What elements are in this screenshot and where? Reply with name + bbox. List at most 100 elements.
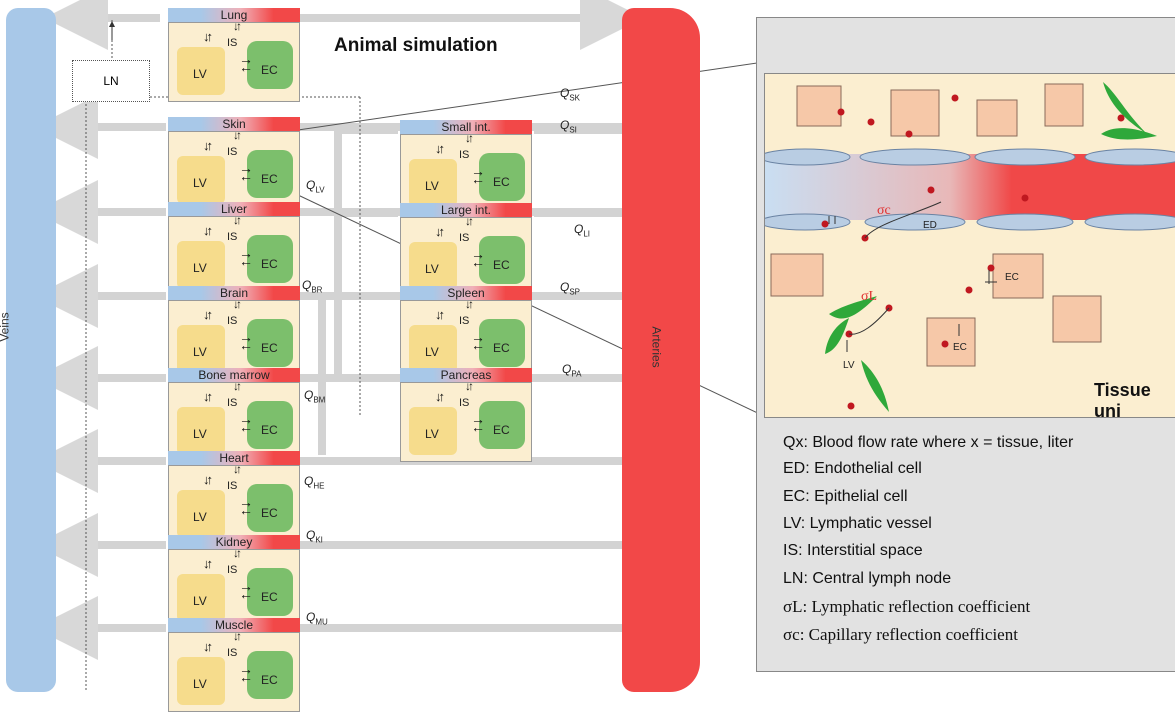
lymphatic-vessel bbox=[177, 574, 225, 622]
transport-arrows-icon: →← bbox=[471, 163, 485, 187]
exchange-arrows-icon: ↓↑ bbox=[233, 546, 242, 560]
transport-arrows-icon: →← bbox=[239, 494, 253, 518]
legend-item: IS: Interstitial space bbox=[783, 542, 923, 559]
flow-rate-label: QMU bbox=[306, 610, 328, 627]
tissue-unit: ED EC EC LV σc σL bbox=[764, 73, 1175, 418]
epithelial-cell bbox=[479, 401, 525, 449]
organ-name: Brain bbox=[168, 286, 300, 300]
epithelial-cell bbox=[479, 319, 525, 367]
lymphatic-vessel bbox=[409, 159, 457, 207]
lymphatic-vessel bbox=[409, 407, 457, 455]
organ-name: Spleen bbox=[400, 286, 532, 300]
exchange-arrows-icon: ↓↑ bbox=[203, 639, 213, 654]
organ-name: Muscle bbox=[168, 618, 300, 632]
ec-text: EC bbox=[261, 673, 278, 687]
exchange-arrows-icon: ↓↑ bbox=[233, 462, 242, 476]
is-text: IS bbox=[227, 480, 238, 492]
flow-rate-label: QBR bbox=[302, 278, 323, 295]
exchange-arrows-icon: ↓↑ bbox=[203, 223, 213, 238]
organ-name: Skin bbox=[168, 117, 300, 131]
organ-name: Kidney bbox=[168, 535, 300, 549]
lymph-node-box: LN bbox=[72, 60, 150, 102]
flow-rate-label: QHE bbox=[304, 474, 325, 491]
epithelial-cell bbox=[247, 401, 293, 449]
epithelial-cell bbox=[247, 41, 293, 89]
ec-text: EC bbox=[261, 590, 278, 604]
ed-label: ED bbox=[923, 220, 937, 231]
lv-text: LV bbox=[193, 261, 207, 275]
transport-arrows-icon: →← bbox=[239, 51, 253, 75]
transport-arrows-icon: →← bbox=[239, 578, 253, 602]
lymphatic-vessel bbox=[177, 657, 225, 705]
exchange-arrows-icon: ↓↑ bbox=[435, 307, 445, 322]
exchange-arrows-icon: ↓↑ bbox=[435, 224, 445, 239]
exchange-arrows-icon: ↓↑ bbox=[435, 141, 445, 156]
flow-rate-label: QSK bbox=[560, 86, 581, 103]
legend-item: LN: Central lymph node bbox=[783, 570, 952, 587]
transport-arrows-icon: →← bbox=[239, 160, 253, 184]
lymphatic-vessel bbox=[177, 490, 225, 538]
ec-text: EC bbox=[261, 172, 278, 186]
is-text: IS bbox=[459, 232, 470, 244]
is-text: IS bbox=[227, 231, 238, 243]
lymphatic-vessel bbox=[177, 407, 225, 455]
is-text: IS bbox=[459, 397, 470, 409]
exchange-arrows-icon: ↓↑ bbox=[465, 131, 474, 145]
is-text: IS bbox=[227, 315, 238, 327]
exchange-arrows-icon: ↓↑ bbox=[435, 389, 445, 404]
ec-text: EC bbox=[493, 423, 510, 437]
exchange-arrows-icon: ↓↑ bbox=[233, 128, 242, 142]
transport-arrows-icon: →← bbox=[239, 661, 253, 685]
lv-text: LV bbox=[193, 345, 207, 359]
exchange-arrows-icon: ↓↑ bbox=[203, 389, 213, 404]
transport-arrows-icon: →← bbox=[239, 411, 253, 435]
lymphatic-vessel bbox=[409, 325, 457, 373]
lymphatic-vessel bbox=[409, 242, 457, 290]
epithelial-cell bbox=[247, 651, 293, 699]
epithelial-cell bbox=[247, 150, 293, 198]
lv-text: LV bbox=[193, 67, 207, 81]
is-text: IS bbox=[227, 647, 238, 659]
flow-rate-label: QLI bbox=[574, 222, 591, 239]
exchange-arrows-icon: ↓↑ bbox=[233, 297, 242, 311]
epithelial-cell bbox=[479, 236, 525, 284]
sigma-c-label: σc bbox=[877, 203, 891, 218]
diagram-title: Animal simulation bbox=[334, 35, 498, 56]
ec-text: EC bbox=[261, 506, 278, 520]
epithelial-cell bbox=[479, 153, 525, 201]
tissue-illustration: ED EC EC LV σc σL bbox=[765, 82, 1175, 412]
veins-label: Veins bbox=[0, 312, 12, 342]
lv-text: LV bbox=[193, 594, 207, 608]
legend-item: σL: Lymphatic reflection coefficient bbox=[783, 597, 1031, 616]
lv-text: LV bbox=[425, 179, 439, 193]
lymphatic-vessel bbox=[177, 156, 225, 204]
legend-item: Qx: Blood flow rate where x = tissue, li… bbox=[783, 434, 1074, 451]
legend-item: EC: Epithelial cell bbox=[783, 488, 908, 505]
lv-text: LV bbox=[193, 176, 207, 190]
epithelial-cell bbox=[247, 235, 293, 283]
ec-text: EC bbox=[261, 257, 278, 271]
organ-name: Bone marrow bbox=[168, 368, 300, 382]
ec-label-1: EC bbox=[1005, 272, 1019, 283]
exchange-arrows-icon: ↓↑ bbox=[233, 213, 242, 227]
exchange-arrows-icon: ↓↑ bbox=[233, 379, 242, 393]
is-text: IS bbox=[459, 315, 470, 327]
lymphatic-vessel bbox=[177, 325, 225, 373]
arteries-label: Arteries bbox=[649, 326, 664, 368]
exchange-arrows-icon: ↓↑ bbox=[465, 214, 474, 228]
organ-name: Heart bbox=[168, 451, 300, 465]
is-text: IS bbox=[227, 397, 238, 409]
exchange-arrows-icon: ↓↑ bbox=[233, 19, 242, 33]
transport-arrows-icon: →← bbox=[471, 411, 485, 435]
